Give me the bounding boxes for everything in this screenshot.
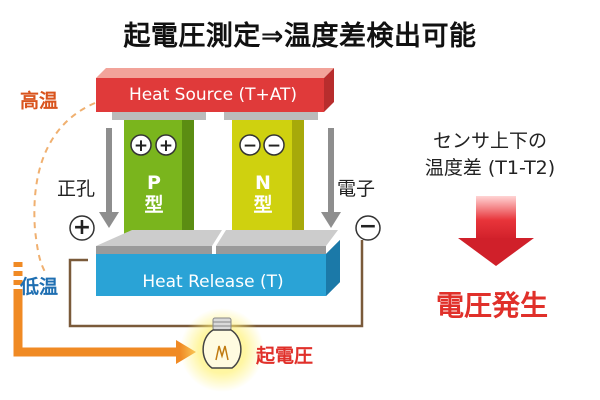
hole-label: 正孔 — [57, 178, 96, 200]
down-arrow-icon — [321, 128, 341, 228]
n-type-letter: N — [255, 172, 271, 194]
heat-flow-dashed-path — [33, 102, 96, 273]
svg-text:−: − — [243, 136, 257, 156]
voltage-label: 起電圧 — [256, 345, 314, 367]
heat-source-top — [96, 68, 334, 78]
plus-terminal-symbol: + — [72, 215, 92, 240]
minus-terminal-icon — [355, 215, 381, 241]
p-type-label: P 型 — [126, 172, 182, 216]
generation-label: 電圧発生 — [435, 289, 548, 322]
p-type-kind: 型 — [144, 194, 164, 216]
minus-terminal-symbol: − — [358, 214, 378, 239]
plus-terminal-icon — [69, 215, 95, 241]
sensor-note-line1: センサ上下の — [432, 130, 547, 152]
light-bulb-icon — [180, 308, 264, 392]
down-arrow-icon — [99, 128, 119, 228]
heat-source-label: Heat Source (T+AT) — [128, 85, 298, 105]
svg-text:+: + — [134, 136, 148, 156]
n-type-label: N 型 — [234, 172, 292, 216]
n-type-kind: 型 — [253, 194, 273, 216]
electron-carriers: − − — [239, 134, 285, 156]
sensor-note-line2: 温度差 (T1-T2) — [424, 157, 556, 179]
voltage-arrow-icon — [458, 196, 534, 266]
svg-text:−: − — [267, 136, 281, 156]
cold-side-label: 低温 — [20, 276, 59, 298]
heat-release-block — [96, 254, 326, 296]
svg-text:+: + — [159, 136, 173, 156]
page-title: 起電圧測定⇒温度差検出可能 — [123, 21, 477, 52]
electron-label: 電子 — [337, 178, 376, 200]
heat-release-label: Heat Release (T) — [142, 272, 284, 292]
hole-carriers: + + — [130, 134, 177, 156]
hot-side-label: 高温 — [20, 90, 59, 112]
circuit-wire — [68, 240, 364, 328]
sensor-note: センサ上下の 温度差 (T1-T2) — [392, 128, 588, 182]
p-type-letter: P — [147, 172, 161, 194]
heat-source-block — [96, 78, 324, 112]
